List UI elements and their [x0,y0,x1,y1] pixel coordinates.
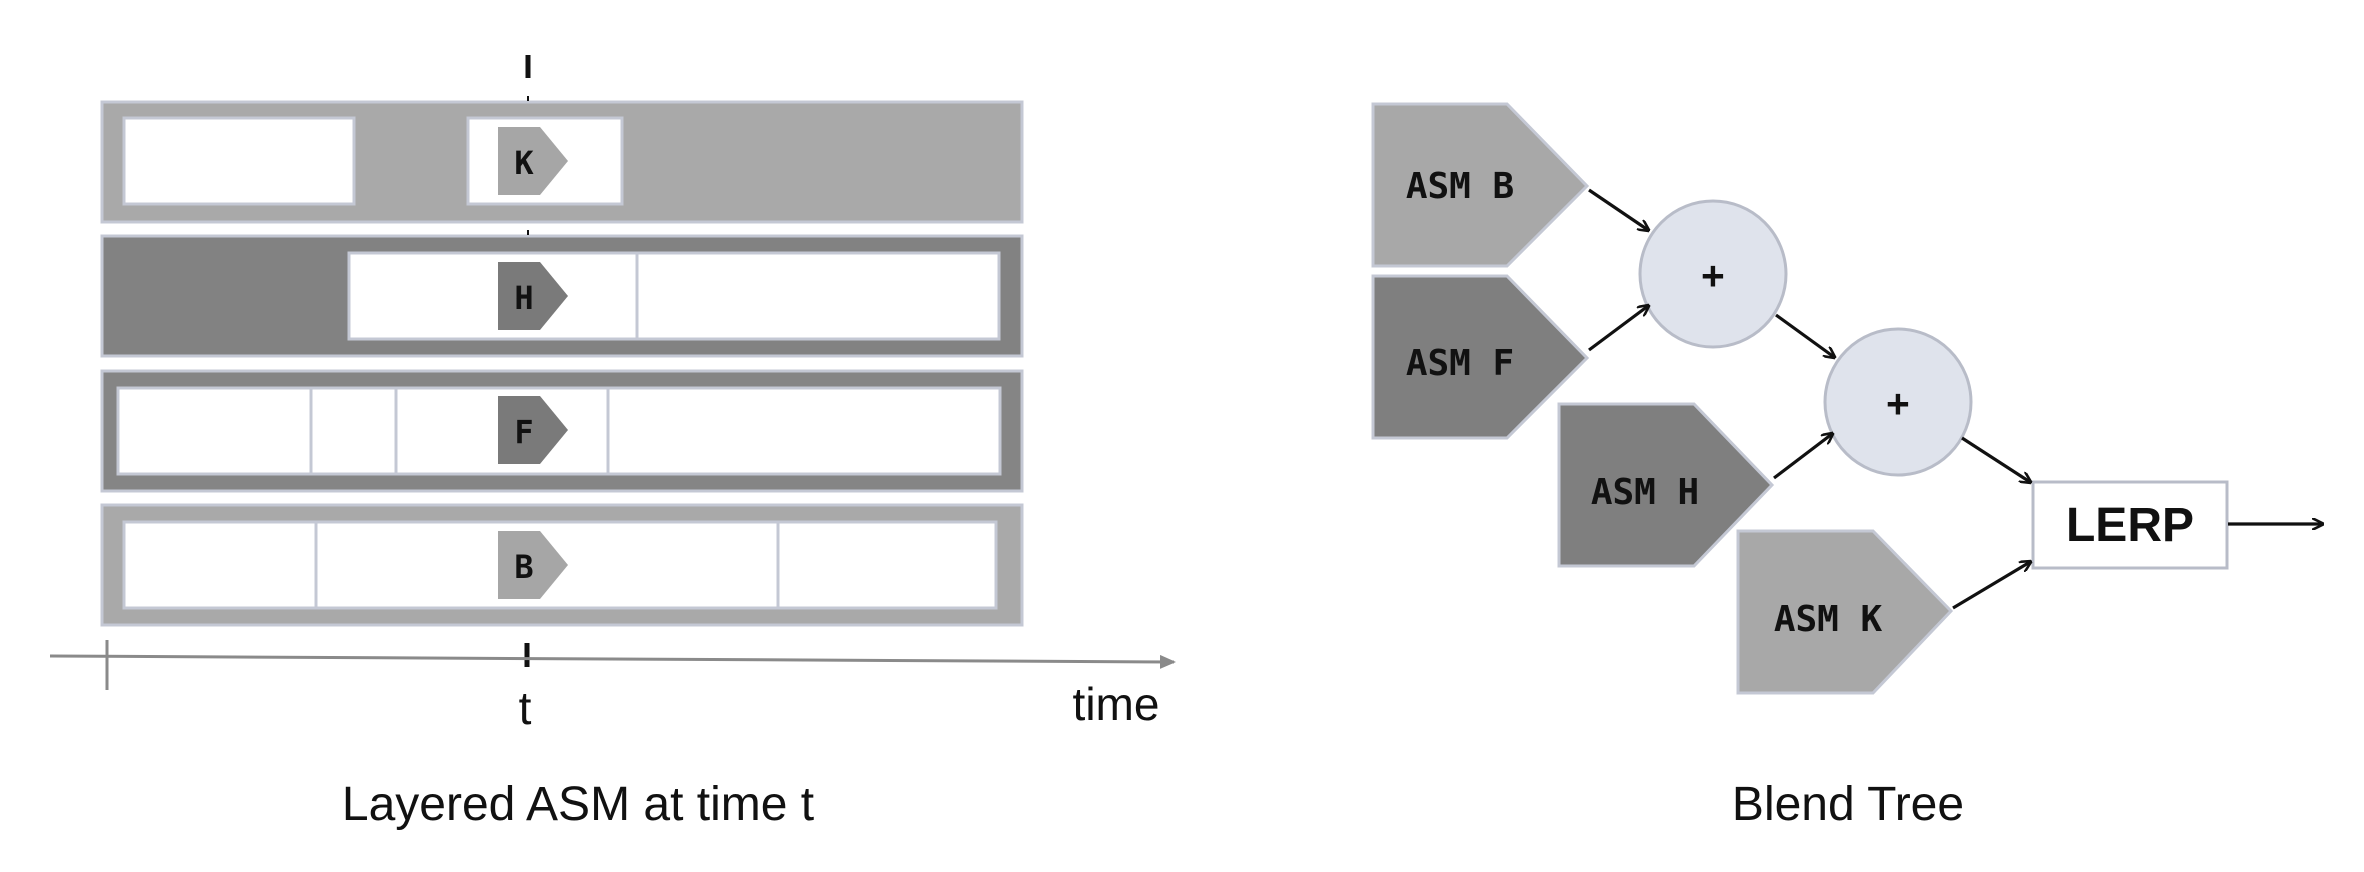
layer-h-clip [347,251,639,341]
asm-h-shape [1557,402,1775,568]
left-caption: Layered ASM at time t [342,778,814,831]
blend-tree-diagram: ASM B ASM F ASM H ASM K + + [1371,102,2322,831]
asm-b-shape [1371,102,1590,268]
layer-b-marker [498,531,568,599]
layer-h-marker [498,262,568,330]
asm-b-node: ASM B [1371,102,1590,268]
blend-tree-edges [1588,188,2322,610]
layer-k-marker-label: K [514,144,534,182]
lerp-label: LERP [2066,499,2194,552]
layer-b-clip [776,520,998,610]
asm-f-label: ASM F [1406,343,1514,384]
add-node-1-circle [1638,199,1788,349]
lerp-node: LERP [2031,480,2229,570]
asm-b-label: ASM B [1406,166,1514,207]
add-node-2: + [1823,327,1973,477]
layer-k: K [100,100,1024,224]
add-node-2-circle [1823,327,1973,477]
asm-f-node: ASM F [1371,274,1590,440]
edge-add-2-to-lerp [1961,436,2030,482]
time-cursor [524,55,531,667]
layer-h-marker-label: H [514,279,533,317]
asm-k-shape [1736,529,1954,695]
layer-f-marker-label: F [514,413,533,451]
edge-asm-f-to-add-1 [1588,306,1648,352]
asm-h-node: ASM H [1557,402,1775,568]
edge-asm-h-to-add-2 [1773,434,1832,480]
layered-asm-diagram: K H F B [49,55,1176,831]
edge-asm-k-to-lerp [1952,562,2030,610]
asm-h-label: ASM H [1591,472,1699,513]
lerp-box [2031,480,2229,570]
time-marker-label: t [519,682,532,734]
edge-asm-b-to-add-1 [1588,188,1648,230]
layer-f-clip [116,386,313,476]
time-axis: t time [49,640,1176,734]
asm-k-label: ASM K [1774,599,1883,640]
add-node-2-label: + [1887,381,1910,425]
layer-k-clip [122,116,356,206]
layer-h-clip [635,251,1001,341]
time-axis-line [49,654,1176,669]
layer-f-clip [309,386,398,476]
asm-k-node: ASM K [1736,529,1954,695]
layer-b-marker-label: B [514,548,533,586]
asm-f-shape [1371,274,1590,440]
layer-f-marker [498,396,568,464]
add-node-1-label: + [1702,253,1725,297]
edge-add-1-to-add-2 [1775,313,1834,357]
layer-b-clip [122,520,318,610]
time-axis-label: time [1073,678,1160,730]
add-node-1: + [1638,199,1788,349]
right-caption: Blend Tree [1732,778,1964,831]
layer-h: H [100,234,1024,358]
layer-b: B [100,503,1024,627]
layer-k-marker [498,127,568,195]
layer-f-clip [606,386,1002,476]
layer-f: F [100,369,1024,493]
